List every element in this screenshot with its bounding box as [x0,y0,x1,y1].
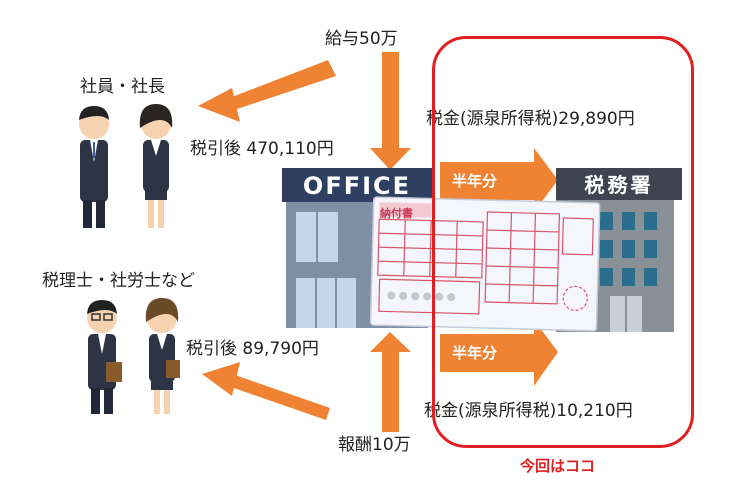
salary-net-label: 税引後 470,110円 [190,139,334,159]
employee-woman-figure [139,104,173,228]
highlight-frame [432,36,694,448]
fee-label: 報酬10万 [338,435,411,455]
professional-man-figure [87,300,122,414]
tax-fee-label: 税金(源泉所得税)10,210円 [424,401,633,421]
fee-net-label: 税引後 89,790円 [186,339,319,359]
salary-label: 給与50万 [325,29,398,49]
payment-slip [369,196,601,332]
professionals-label: 税理士・社労士など [42,271,195,291]
employees-label: 社員・社長 [80,77,165,97]
payment-slip-title: 納付書 [380,207,413,220]
arrow-fee-up [370,332,411,432]
arrow-salary-to-employees [198,60,336,122]
arrow-fee-to-professionals [202,362,330,420]
arrow-half-year-top [440,148,558,212]
half-year-label-top: 半年分 [452,172,498,190]
half-year-label-bottom: 半年分 [452,344,498,362]
employee-man-figure [79,106,109,228]
tax-office-sign: 税務署 [584,173,654,197]
arrow-salary-down [370,52,411,170]
highlight-caption: 今回はココ [520,457,596,475]
arrow-half-year-bottom [440,320,558,386]
tax-salary-label: 税金(源泉所得税)29,890円 [426,109,635,129]
professional-woman-figure [145,298,180,414]
office-sign: OFFICE [302,172,412,200]
